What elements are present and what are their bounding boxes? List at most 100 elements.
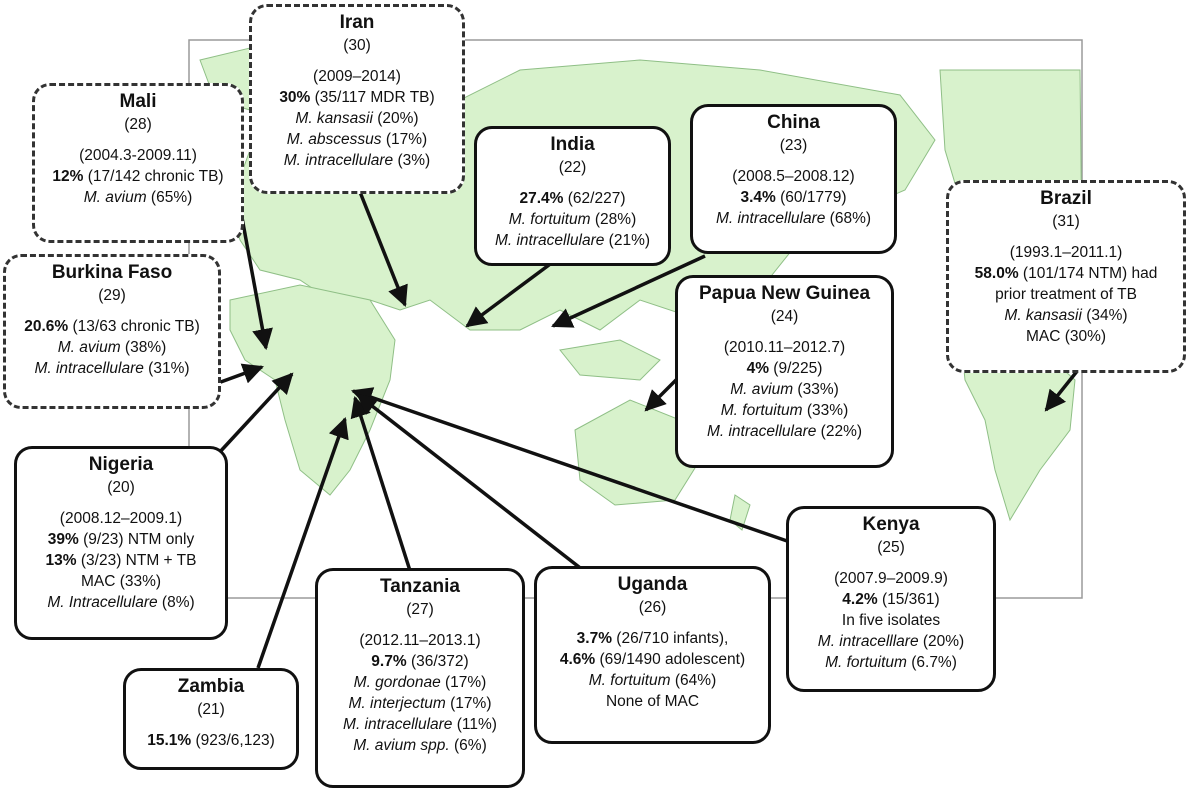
- stat-line: M. interjectum (17%): [318, 693, 522, 714]
- country-name: Iran: [339, 12, 375, 33]
- country-name: Nigeria: [88, 454, 154, 475]
- stat-line: M. avium (38%): [6, 337, 218, 358]
- stat-line: (2007.9–2009.9): [789, 568, 993, 589]
- stat-detail: (65%): [146, 189, 193, 206]
- country-name: India: [550, 134, 595, 155]
- stat-detail: (17/142 chronic TB): [83, 168, 224, 185]
- stat-detail: (21%): [604, 232, 651, 249]
- prevalence-value: 12%: [52, 168, 84, 185]
- country-name: Papua New Guinea: [698, 283, 871, 304]
- country-box-zambia: Zambia(21)15.1% (923/6,123): [123, 668, 299, 770]
- stat-line: 4% (9/225): [678, 358, 891, 379]
- arrow-india: [465, 260, 555, 328]
- stat-line: M. avium (65%): [35, 187, 241, 208]
- species-name: M. fortuitum: [588, 672, 671, 689]
- stat-line: M. fortuitum (64%): [537, 670, 768, 691]
- arrow-china: [551, 254, 706, 328]
- species-name: M. intracellulare: [343, 716, 453, 733]
- stat-line: M. Intracellulare (8%): [17, 592, 225, 613]
- stat-detail: (33%): [802, 402, 849, 419]
- country-name: Brazil: [1040, 188, 1092, 209]
- stat-detail: (28%): [590, 211, 637, 228]
- country-name: Uganda: [617, 574, 688, 595]
- stat-line: M. intracellulare (21%): [477, 230, 668, 251]
- arrow-uganda: [356, 393, 590, 576]
- country-box-china: China (23) (2008.5–2008.12) 3.4% (60/1779)M…: [690, 104, 897, 254]
- species-name: M. gordonae: [353, 674, 441, 691]
- stat-detail: (64%): [670, 672, 717, 689]
- species-name: M. fortuitum: [720, 402, 803, 419]
- stat-detail: (2008.12–2009.1): [59, 510, 183, 527]
- stat-line: M. intracellulare (3%): [252, 150, 462, 171]
- stat-detail: (35/117 MDR TB): [310, 89, 435, 106]
- prevalence-value: 39%: [47, 531, 79, 548]
- stat-line: 20.6% (13/63 chronic TB): [6, 316, 218, 337]
- stat-detail: (34%): [1081, 307, 1128, 324]
- species-name: M. avium spp.: [353, 737, 450, 754]
- stat-line: 58.0% (101/174 NTM) had: [949, 263, 1183, 284]
- species-name: M. interjectum: [348, 695, 446, 712]
- stat-line: M. kansasii (20%): [252, 108, 462, 129]
- stat-line: 9.7% (36/372): [318, 651, 522, 672]
- stat-detail: None of MAC: [605, 693, 700, 710]
- stat-detail: (3/23) NTM + TB: [76, 552, 197, 569]
- stat-line: (1993.1–2011.1): [949, 242, 1183, 263]
- stat-detail: (38%): [120, 339, 167, 356]
- country-box-brazil: Brazil(31)(1993.1–2011.1)58.0% (101/174 …: [946, 180, 1186, 373]
- country-name: Mali: [119, 91, 157, 112]
- stat-detail: (1993.1–2011.1): [1009, 244, 1123, 261]
- stat-line: 3.4% (60/1779): [693, 187, 894, 208]
- stat-detail: (33%): [793, 381, 839, 398]
- stat-line: 12% (17/142 chronic TB): [35, 166, 241, 187]
- stat-detail: (60/1779): [775, 189, 847, 206]
- stat-line: prior treatment of TB: [949, 284, 1183, 305]
- stat-line: (2008.12–2009.1): [17, 508, 225, 529]
- stat-line: (2004.3-2009.11): [35, 145, 241, 166]
- stat-detail: (6%): [449, 737, 487, 754]
- stat-line: 27.4% (62/227): [477, 188, 668, 209]
- stat-detail: MAC (33%): [80, 573, 162, 590]
- stat-detail: (2012.11–2013.1): [359, 632, 481, 649]
- species-name: M. kansasii: [295, 110, 373, 127]
- stat-detail: (68%): [825, 210, 872, 227]
- prevalence-value: 9.7%: [371, 653, 407, 670]
- reference-number: (23): [779, 137, 808, 154]
- country-box-burkina: Burkina Faso(29)20.6% (13/63 chronic TB)…: [3, 254, 221, 409]
- stat-detail: (3%): [393, 152, 431, 169]
- stat-line: M. fortuitum (6.7%): [789, 652, 993, 673]
- species-name: M. intracellulare: [34, 360, 144, 377]
- prevalence-value: 4.6%: [559, 651, 596, 668]
- species-name: M. intracellulare: [494, 232, 605, 249]
- stat-detail: (2008.5–2008.12): [732, 168, 855, 185]
- prevalence-value: 13%: [45, 552, 77, 569]
- stat-line: M. fortuitum (33%): [678, 400, 891, 421]
- stat-detail: (62/227): [563, 190, 626, 207]
- country-box-kenya: Kenya(25)(2007.9–2009.9)4.2% (15/361)In …: [786, 506, 996, 692]
- stat-line: M. intracellulare (11%): [318, 714, 522, 735]
- arrow-kenya: [351, 387, 791, 544]
- stat-line: M. intracellulare (31%): [6, 358, 218, 379]
- country-name: China: [767, 112, 820, 133]
- species-name: M. kansasii: [1004, 307, 1082, 324]
- stat-detail: (9/23) NTM only: [78, 531, 195, 548]
- stat-detail: (17%): [440, 674, 487, 691]
- country-box-png: Papua New Guinea(24)(2010.11–2012.7)4% (…: [675, 275, 894, 468]
- prevalence-value: 27.4%: [519, 190, 564, 207]
- stat-line: 4.6% (69/1490 adolescent): [537, 649, 768, 670]
- reference-number: (26): [638, 599, 667, 616]
- reference-number: (25): [877, 539, 905, 556]
- stat-line: M. intracellulare (68%): [693, 208, 894, 229]
- country-box-mali: Mali(28)(2004.3-2009.11)12% (17/142 chro…: [32, 83, 244, 243]
- stat-detail: (2009–2014): [313, 68, 401, 85]
- prevalence-value: 58.0%: [974, 265, 1019, 282]
- reference-number: (20): [107, 479, 135, 496]
- reference-number: (29): [98, 287, 126, 304]
- stat-detail: (69/1490 adolescent): [595, 651, 746, 668]
- species-name: M. intracellulare: [706, 423, 817, 440]
- country-box-iran: Iran(30)(2009–2014)30% (35/117 MDR TB)M.…: [249, 4, 465, 194]
- stat-line: M. intracelllare (20%): [789, 631, 993, 652]
- stat-detail: (15/361): [877, 591, 940, 608]
- stat-detail: (6.7%): [906, 654, 957, 671]
- stat-line: M. fortuitum (28%): [477, 209, 668, 230]
- stat-line: 39% (9/23) NTM only: [17, 529, 225, 550]
